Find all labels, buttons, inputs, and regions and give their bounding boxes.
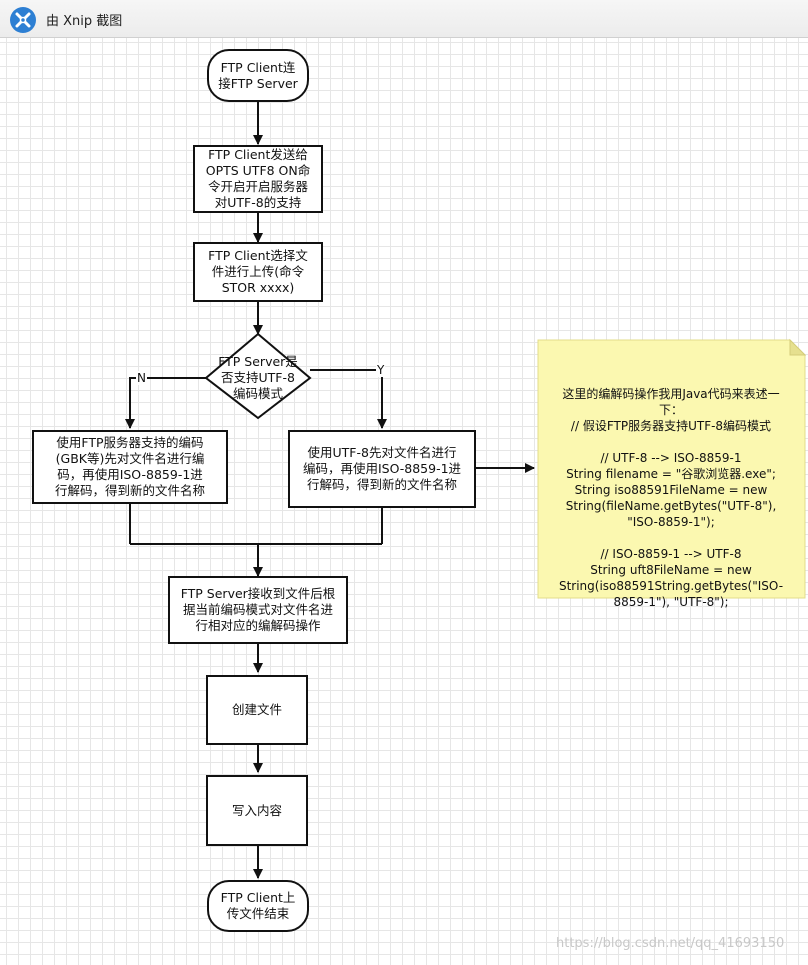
- note-shape: [537, 339, 806, 599]
- arrow-decision-yes: [310, 369, 387, 429]
- start-node[interactable]: FTP Client连 接FTP Server: [207, 49, 309, 102]
- xnip-app-icon[interactable]: [10, 7, 36, 33]
- watermark: https://blog.csdn.net/qq_41693150: [556, 936, 785, 951]
- note-fold: [789, 338, 807, 356]
- window-title: 由 Xnip 截图: [46, 14, 123, 29]
- edge-label-no: N: [136, 371, 147, 385]
- flow-connectors: [125, 102, 807, 879]
- window-titlebar: 由 Xnip 截图: [0, 0, 808, 38]
- upload-box[interactable]: FTP Client选择文 件进行上传(命令 STOR xxxx): [193, 242, 323, 302]
- decision-diamond: [204, 332, 312, 420]
- edge-label-yes: Y: [376, 363, 386, 377]
- create-file-box[interactable]: 创建文件: [206, 675, 308, 745]
- branch-no-box[interactable]: 使用FTP服务器支持的编码 (GBK等)先对文件名进行编 码，再使用ISO-88…: [32, 430, 228, 504]
- opts-command-box[interactable]: FTP Client发送给 OPTS UTF8 ON命 令开启开启服务器 对UT…: [193, 145, 323, 213]
- java-code-note[interactable]: 这里的编解码操作我用Java代码来表述一 下： // 假设FTP服务器支持UTF…: [558, 387, 784, 609]
- end-node[interactable]: FTP Client上 传文件结束: [207, 880, 309, 932]
- arrow-decision-no: [125, 377, 206, 429]
- branch-yes-box[interactable]: 使用UTF-8先对文件名进行 编码，再使用ISO-8859-1进 行解码，得到新…: [288, 430, 476, 508]
- server-process-box[interactable]: FTP Server接收到文件后根 据当前编码模式对文件名进 行相对应的编解码操…: [168, 576, 348, 644]
- write-content-box[interactable]: 写入内容: [206, 775, 308, 846]
- diagram-canvas: FTP Client连 接FTP Server FTP Client发送给 OP…: [0, 38, 808, 965]
- decision-label[interactable]: FTP Server是 否支持UTF-8 编码模式: [218, 354, 298, 401]
